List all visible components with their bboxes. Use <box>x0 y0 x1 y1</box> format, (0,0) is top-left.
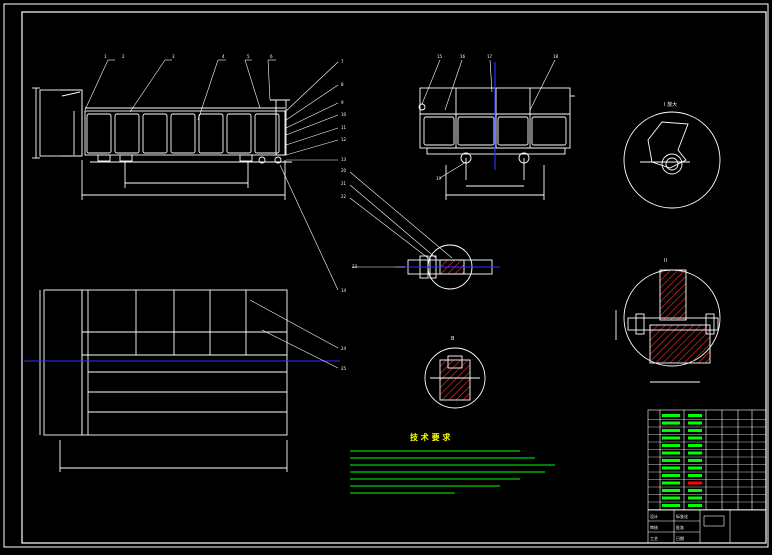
parts-list-text <box>662 496 680 500</box>
svg-text:24: 24 <box>341 346 347 351</box>
svg-text:1: 1 <box>104 54 107 59</box>
section-detail <box>424 347 486 409</box>
svg-text:25: 25 <box>341 366 347 371</box>
svg-text:20: 20 <box>341 168 347 173</box>
svg-text:2: 2 <box>122 54 125 59</box>
plan-view-leaders <box>249 299 339 369</box>
tech-requirements-notes <box>350 450 555 494</box>
parts-list-text <box>662 421 680 425</box>
drawing-frame <box>3 3 769 548</box>
svg-text:14: 14 <box>341 288 347 293</box>
detail-view-2 <box>615 269 721 383</box>
plan-view-labels: 24 25 <box>341 346 347 371</box>
svg-text:21: 21 <box>341 181 347 186</box>
svg-text:23: 23 <box>352 264 358 269</box>
parts-list-text <box>662 481 680 485</box>
detail-view-1-label: I 放大 <box>664 101 677 108</box>
section-detail-label: B <box>451 336 455 342</box>
tech-requirements-title: 技 术 要 求 <box>410 432 451 442</box>
title-block-cell: 设计 <box>650 513 658 519</box>
plan-view <box>39 289 288 472</box>
bolt-leaders <box>349 171 453 268</box>
parts-list-material <box>688 474 702 477</box>
svg-text:15: 15 <box>437 54 443 59</box>
svg-text:5: 5 <box>247 54 250 59</box>
side-view-leaders <box>421 59 556 179</box>
svg-text:19: 19 <box>436 176 442 181</box>
detail-view-2-label: II <box>664 258 667 264</box>
parts-list-material <box>688 436 702 440</box>
parts-list-material <box>688 421 702 425</box>
svg-text:11: 11 <box>341 125 347 130</box>
parts-list-text <box>662 429 680 432</box>
parts-list-material <box>688 489 702 492</box>
title-block-cell: 日期 <box>676 535 684 541</box>
title-block-cell: 批准 <box>676 524 684 530</box>
parts-list-material <box>688 444 702 447</box>
title-block-cell: 工艺 <box>650 536 658 541</box>
parts-list-material <box>688 429 702 432</box>
parts-list-material <box>688 481 702 485</box>
front-view <box>32 87 292 200</box>
svg-text:10: 10 <box>341 112 347 117</box>
title-block <box>647 509 767 544</box>
svg-text:22: 22 <box>341 194 347 199</box>
parts-list <box>647 409 767 511</box>
front-view-leaders <box>84 59 339 291</box>
parts-list-text <box>662 459 680 462</box>
side-view <box>418 87 575 200</box>
parts-list-text <box>662 436 680 440</box>
parts-list-material <box>688 459 702 462</box>
parts-list-text <box>662 414 680 417</box>
parts-list-text <box>662 489 680 492</box>
svg-text:13: 13 <box>341 157 347 162</box>
parts-list-text <box>662 466 680 470</box>
svg-text:12: 12 <box>341 137 347 142</box>
svg-text:3: 3 <box>172 54 175 59</box>
svg-text:4: 4 <box>222 54 225 59</box>
parts-list-rows <box>648 414 766 510</box>
parts-list-text <box>662 504 680 507</box>
svg-text:17: 17 <box>487 54 493 59</box>
title-block-cell: 标准化 <box>676 513 688 519</box>
svg-text:18: 18 <box>553 54 559 59</box>
bolt-labels: 20 21 22 23 <box>341 168 358 269</box>
parts-list-material <box>688 504 702 507</box>
title-block-cell: 审核 <box>650 524 658 530</box>
parts-list-material <box>688 451 702 455</box>
svg-text:16: 16 <box>460 54 466 59</box>
side-view-labels: 15 16 17 18 19 <box>436 54 559 181</box>
svg-text:7: 7 <box>341 59 344 64</box>
parts-list-material <box>688 496 702 500</box>
parts-list-text <box>662 451 680 455</box>
parts-list-material <box>688 414 702 417</box>
svg-text:6: 6 <box>270 54 273 59</box>
parts-list-material <box>688 466 702 470</box>
svg-text:9: 9 <box>341 100 344 105</box>
parts-list-text <box>662 474 680 477</box>
parts-list-text <box>662 444 680 447</box>
detail-view-1 <box>623 111 721 209</box>
svg-text:8: 8 <box>341 82 344 87</box>
